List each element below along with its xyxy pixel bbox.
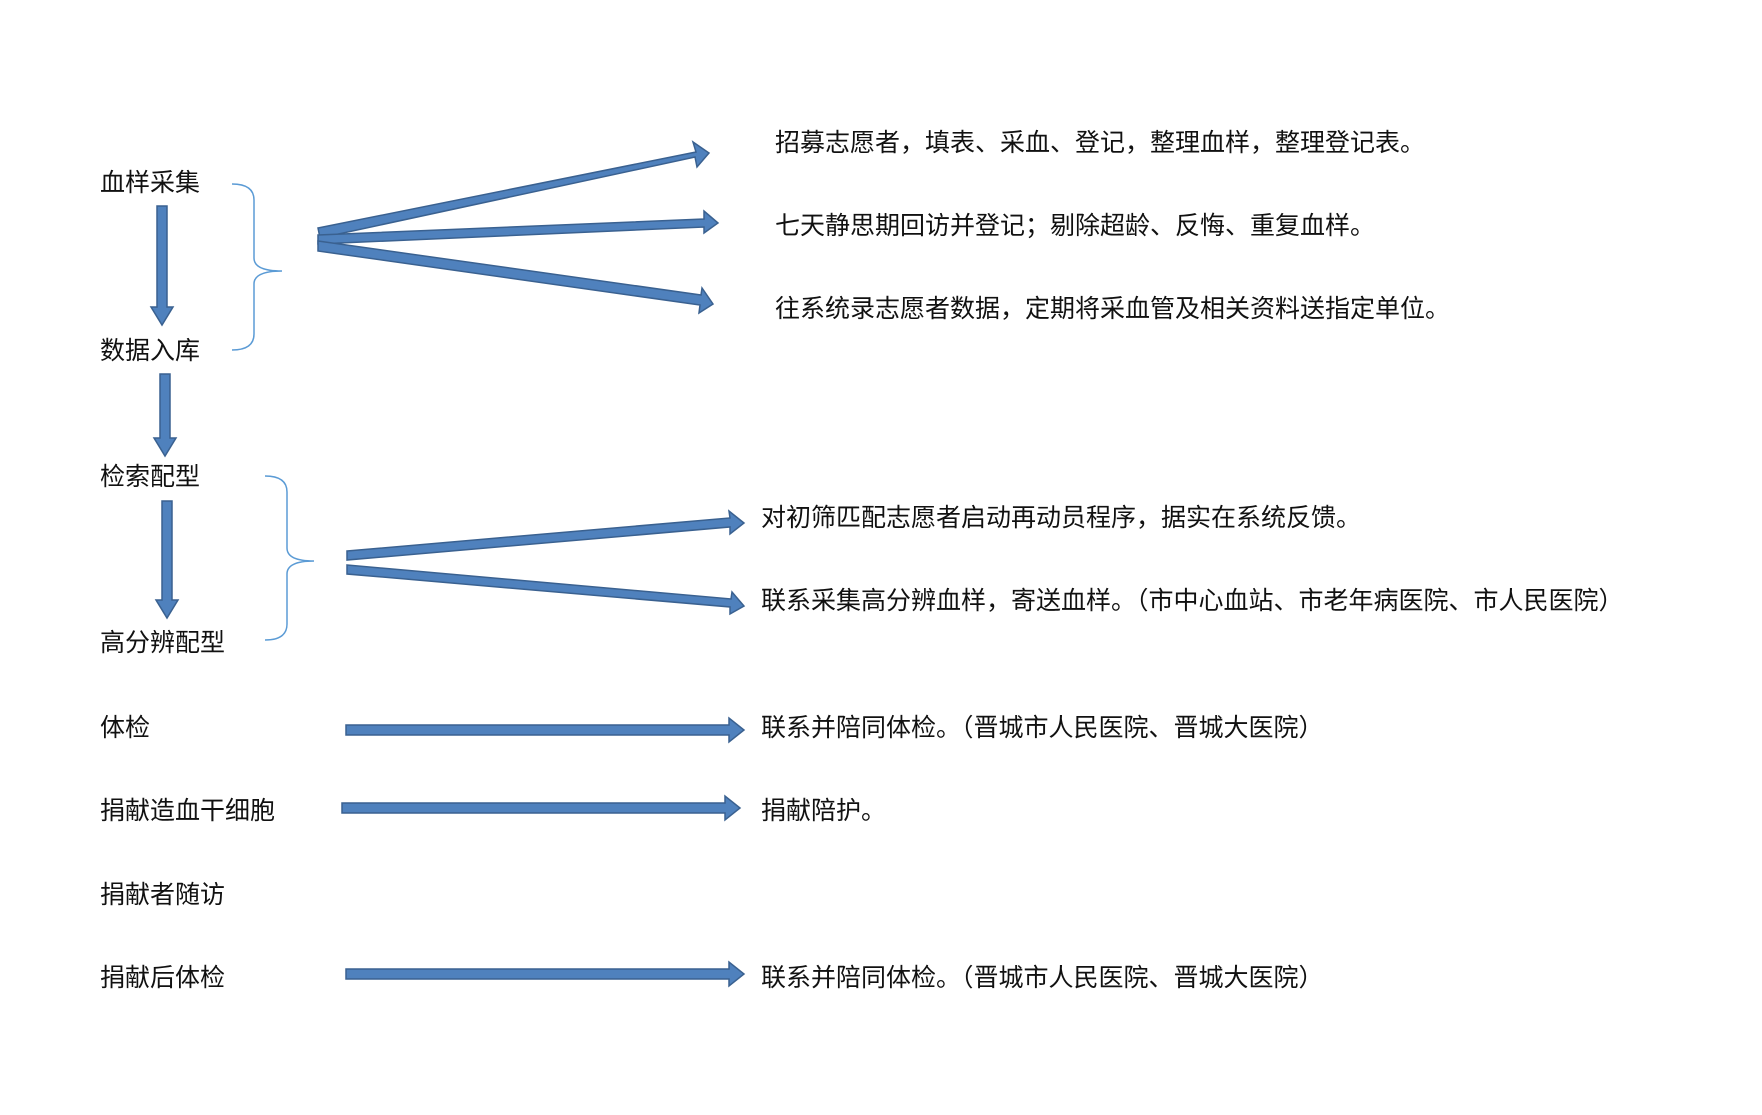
step-donor-follow-up: 捐献者随访 bbox=[100, 880, 226, 909]
arrow-stem-cell-donation bbox=[341, 794, 742, 822]
fan-arrow-remobilize bbox=[346, 509, 746, 561]
down-arrow-search-to-highres bbox=[154, 500, 180, 620]
brace-collection-group bbox=[231, 183, 283, 351]
step-search-matching: 检索配型 bbox=[100, 462, 201, 491]
task-recruit-volunteers: 招募志愿者，填表、采血、登记，整理血样，整理登记表。 bbox=[775, 128, 1426, 157]
step-physical-exam: 体检 bbox=[100, 713, 151, 742]
fan-arrow-revisit bbox=[317, 209, 720, 245]
arrow-post-donation-exam bbox=[345, 960, 746, 988]
task-enter-system: 往系统录志愿者数据，定期将采血管及相关资料送指定单位。 bbox=[775, 294, 1451, 323]
step-blood-sample-collection: 血样采集 bbox=[100, 168, 201, 197]
task-remobilize: 对初筛匹配志愿者启动再动员程序，据实在系统反馈。 bbox=[761, 503, 1362, 532]
down-arrow-collect-to-entry bbox=[149, 205, 175, 327]
task-donation-escort: 捐献陪护。 bbox=[761, 796, 887, 825]
down-arrow-entry-to-search bbox=[152, 373, 178, 458]
step-stem-cell-donation: 捐献造血干细胞 bbox=[100, 796, 276, 825]
task-contact-high-res: 联系采集高分辨血样，寄送血样。（市中心血站、市老年病医院、市人民医院） bbox=[761, 586, 1624, 615]
arrow-physical-exam bbox=[345, 716, 746, 744]
fan-arrow-enter-system bbox=[317, 240, 715, 315]
task-accompany-exam: 联系并陪同体检。（晋城市人民医院、晋城大医院） bbox=[761, 713, 1324, 742]
step-data-entry: 数据入库 bbox=[100, 336, 201, 365]
brace-matching-group bbox=[264, 475, 315, 641]
step-high-resolution-typing: 高分辨配型 bbox=[100, 628, 226, 657]
step-post-donation-exam: 捐献后体检 bbox=[100, 963, 226, 992]
task-seven-day-revisit: 七天静思期回访并登记；剔除超龄、反悔、重复血样。 bbox=[775, 211, 1376, 240]
task-accompany-post-exam: 联系并陪同体检。（晋城市人民医院、晋城大医院） bbox=[761, 963, 1324, 992]
fan-arrow-recruit bbox=[317, 140, 711, 239]
fan-arrow-contact-highres bbox=[346, 564, 746, 616]
